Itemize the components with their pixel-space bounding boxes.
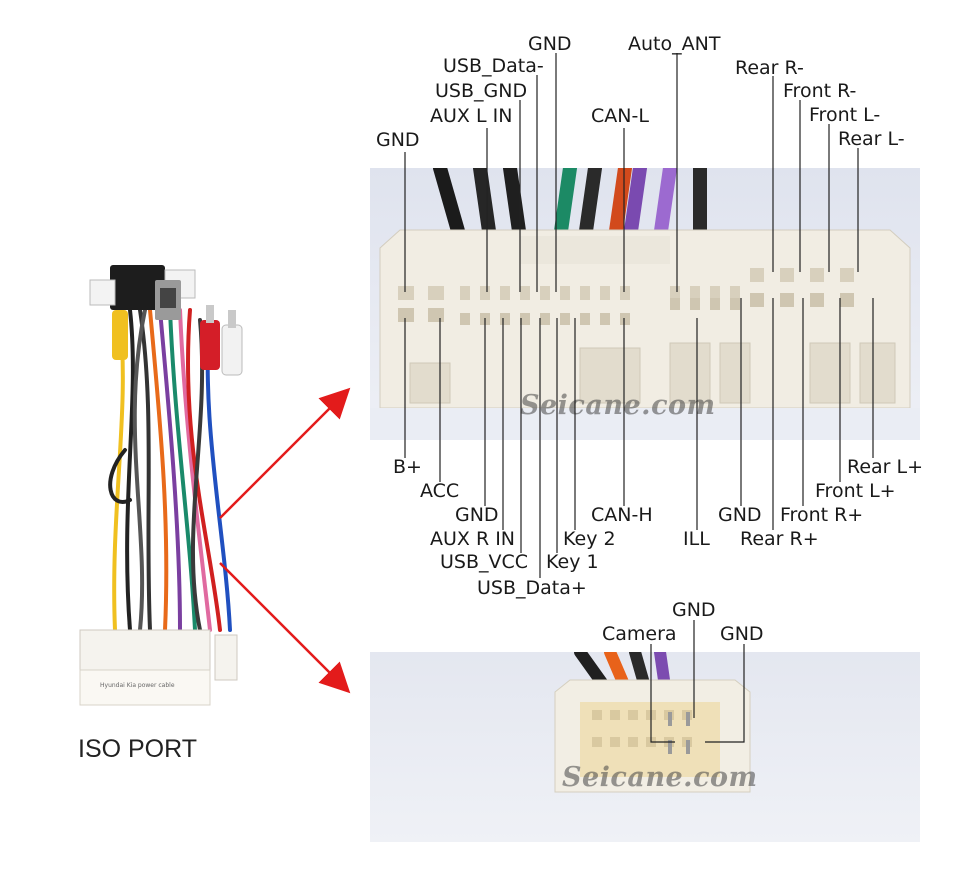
label-front-l-plus: Front L+ xyxy=(815,480,896,502)
arrow-to-camera-connector xyxy=(219,562,351,694)
label-usb-gnd: USB_GND xyxy=(435,80,528,102)
harness-illustration: Hyundai Kia power cable xyxy=(60,250,300,720)
label-key-2: Key 2 xyxy=(563,528,616,550)
label-rear-l-minus: Rear L- xyxy=(838,128,905,150)
label-front-l-minus: Front L- xyxy=(809,104,881,126)
iso-port-caption: ISO PORT xyxy=(78,735,198,763)
watermark-camera: Seicane.com xyxy=(562,762,758,793)
label-aux-r-in: AUX R IN xyxy=(430,528,516,550)
label-front-r-plus: Front R+ xyxy=(780,504,864,526)
harness-tag: Hyundai Kia power cable xyxy=(100,682,175,689)
label-gnd-a: GND xyxy=(455,504,499,526)
label-auto-ant: Auto_ANT xyxy=(628,33,721,55)
label-usb-vcc: USB_VCC xyxy=(440,551,529,573)
label-can-l: CAN-L xyxy=(591,105,649,127)
label-aux-l-in: AUX L IN xyxy=(430,105,513,127)
label-front-r-minus: Front R- xyxy=(783,80,857,102)
label-usb-data-plus: USB_Data+ xyxy=(477,577,587,599)
watermark-main: Seicane.com xyxy=(520,390,716,421)
label-gnd-top: GND xyxy=(528,33,572,55)
label-usb-data-minus: USB_Data- xyxy=(443,55,544,77)
arrow-to-main-connector xyxy=(219,387,351,519)
label-gnd-b: GND xyxy=(718,504,762,526)
label-camera-gnd-1: GND xyxy=(672,599,716,621)
camera-connector-photo: Seicane.com xyxy=(370,652,920,842)
label-rear-r-minus: Rear R- xyxy=(735,57,804,79)
main-connector-photo: Seicane.com xyxy=(370,168,920,440)
label-gnd-left: GND xyxy=(376,129,420,151)
label-camera: Camera xyxy=(602,623,677,645)
label-key-1: Key 1 xyxy=(546,551,599,573)
label-can-h: CAN-H xyxy=(591,504,653,526)
label-b-plus: B+ xyxy=(393,456,422,478)
label-camera-gnd-2: GND xyxy=(720,623,764,645)
label-rear-r-plus: Rear R+ xyxy=(740,528,819,550)
label-ill: ILL xyxy=(683,528,710,550)
label-acc: ACC xyxy=(420,480,460,502)
label-rear-l-plus: Rear L+ xyxy=(847,456,924,478)
